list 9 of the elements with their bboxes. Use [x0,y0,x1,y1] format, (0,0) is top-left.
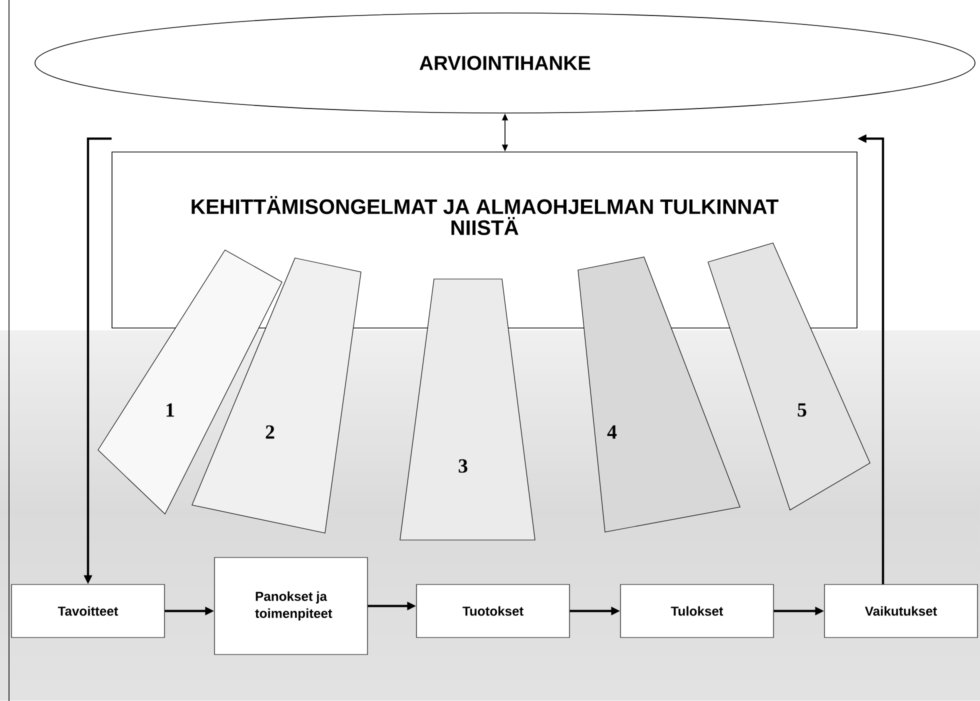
process-box: Tavoitteet [11,584,165,638]
process-box: Tuotokset [416,584,570,638]
process-box: Vaikutukset [824,584,978,638]
process-box: Tulokset [620,584,774,638]
trapezoid: 3 [400,278,536,540]
trapezoid: 5 [708,242,870,510]
process-box: Panokset ja toimenpiteet [214,557,368,655]
trapezoid: 2 [192,258,362,534]
trapezoid: 4 [578,256,740,532]
